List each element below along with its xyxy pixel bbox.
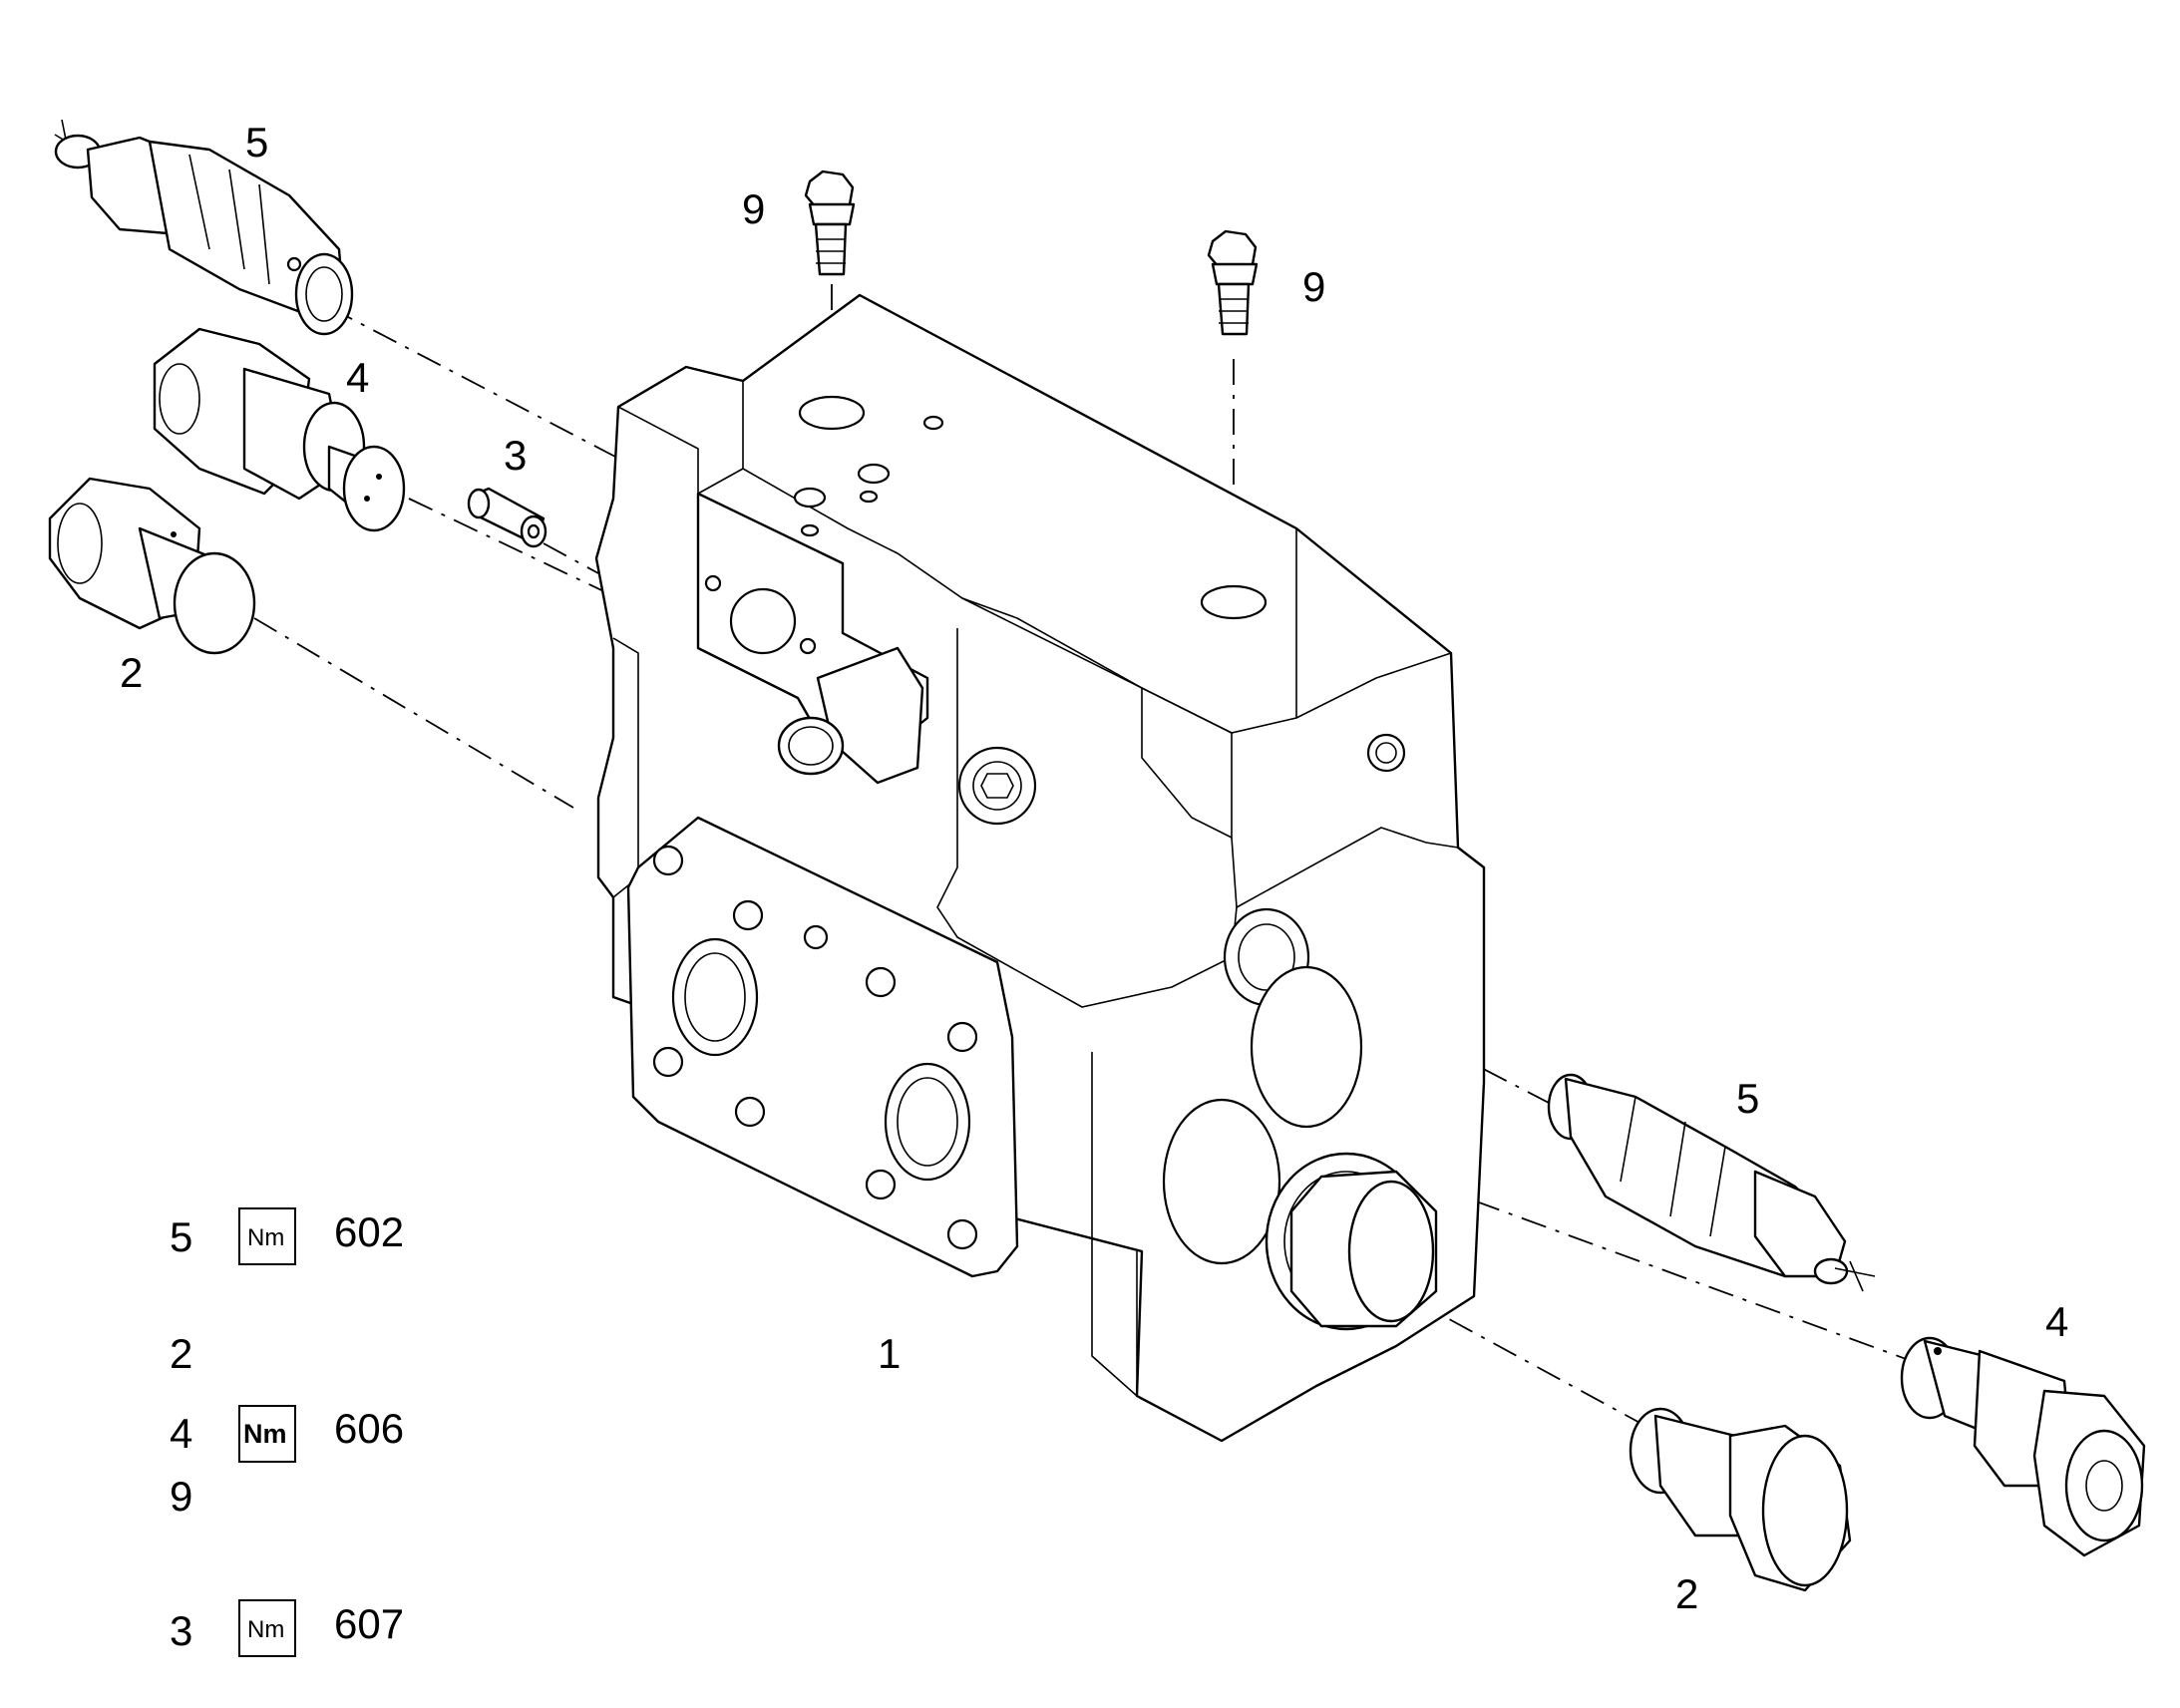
callout-plug-left: 2 <box>120 649 143 696</box>
nm-bold-icon <box>238 1405 296 1463</box>
screw-right <box>1207 229 1259 336</box>
cartridge-valve-right <box>1547 1073 1876 1292</box>
callout-valve-left: 4 <box>346 354 369 401</box>
callout-plug-right: 2 <box>1675 1570 1698 1617</box>
nm-icon-label: Nm <box>247 1224 284 1251</box>
callout-insert: 3 <box>504 432 527 479</box>
torque-reference-value: 606 <box>334 1405 404 1452</box>
nm-icon-label: Nm <box>243 1419 287 1449</box>
valve-right <box>1900 1336 2146 1557</box>
callout-labels: 5 4 3 2 9 9 1 5 4 2 <box>120 119 2068 1617</box>
torque-item-number: 3 <box>170 1607 192 1654</box>
valve-left <box>153 327 406 532</box>
screw-left <box>804 170 856 276</box>
callout-cartridge-valve-right: 5 <box>1736 1075 1759 1122</box>
torque-table: 5 Nm 602 2 4 Nm 606 9 3 Nm 607 <box>170 1207 404 1657</box>
plug-left <box>48 477 256 655</box>
callout-valve-right: 4 <box>2045 1298 2068 1345</box>
torque-item-number: 9 <box>170 1473 192 1520</box>
side-plug <box>1265 1152 1438 1331</box>
plug-right <box>1629 1407 1852 1592</box>
nm-icon-label: Nm <box>247 1616 284 1643</box>
cartridge-valve-left <box>54 119 354 336</box>
torque-reference-value: 602 <box>334 1208 404 1255</box>
nm-icon <box>238 1599 296 1657</box>
torque-reference-value: 607 <box>334 1600 404 1647</box>
nm-icon <box>238 1207 296 1265</box>
valve-body <box>594 293 1486 1443</box>
torque-item-number: 5 <box>170 1213 192 1260</box>
torque-row: 9 <box>170 1473 192 1520</box>
torque-row: 5 Nm 602 <box>170 1207 404 1265</box>
torque-row: 4 Nm 606 <box>170 1405 404 1463</box>
torque-item-number: 4 <box>170 1410 192 1457</box>
torque-row: 3 Nm 607 <box>170 1599 404 1657</box>
insert <box>467 487 547 548</box>
callout-cartridge-valve-left: 5 <box>245 119 268 166</box>
callout-screw-right: 9 <box>1302 263 1325 310</box>
torque-row: 2 <box>170 1330 192 1377</box>
callout-screw-left: 9 <box>742 185 765 232</box>
callout-valve-body: 1 <box>878 1330 901 1377</box>
torque-item-number: 2 <box>170 1330 192 1377</box>
